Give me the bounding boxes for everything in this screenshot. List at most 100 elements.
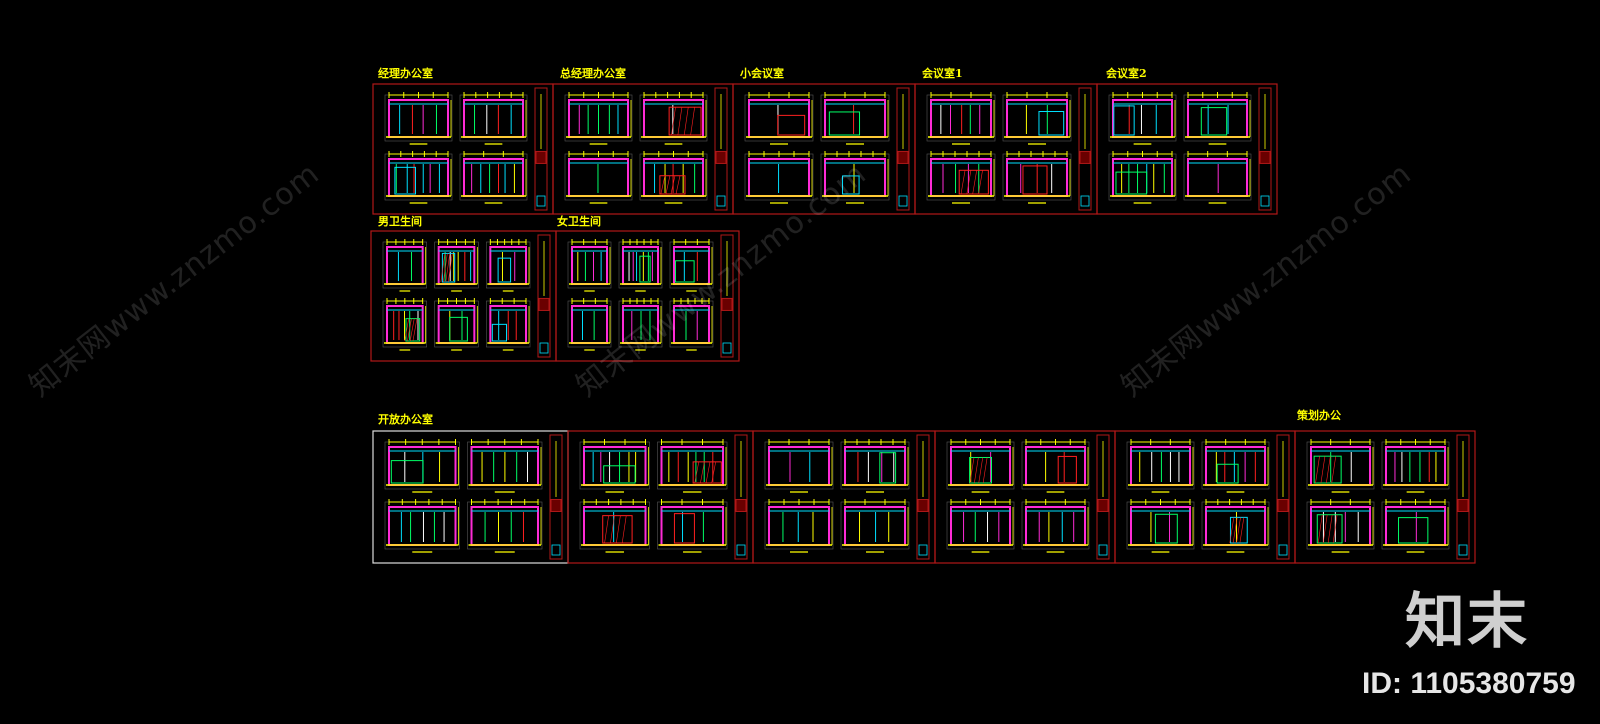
elevation-wall-outline xyxy=(1025,506,1086,546)
elevation-panel xyxy=(497,257,512,283)
hatch-line xyxy=(604,515,609,544)
elevation-panel xyxy=(491,323,508,342)
elevation-panel xyxy=(602,515,633,544)
elevation-panel xyxy=(1216,463,1239,484)
elevation-panel xyxy=(390,460,424,484)
hatch-line xyxy=(1326,456,1331,484)
dimension-frame xyxy=(1381,441,1450,490)
elevation-wall-outline xyxy=(386,246,424,285)
title-block-stamp xyxy=(1079,150,1091,164)
dimension-frame xyxy=(946,441,1015,490)
title-block-logo xyxy=(539,342,549,354)
hatch-line xyxy=(1332,514,1338,544)
hatch-line xyxy=(621,515,627,544)
elevation-wall-outline xyxy=(1187,158,1248,197)
hatch-line xyxy=(677,107,683,136)
elevation-panel xyxy=(1057,455,1077,484)
title-block-logo xyxy=(716,195,726,207)
drawing-sheet xyxy=(1096,83,1278,215)
dimension-frame xyxy=(764,441,834,490)
elevation-panel xyxy=(668,106,702,136)
elevation-wall-outline xyxy=(1187,99,1248,138)
elevation-wall-outline xyxy=(583,506,647,546)
hatch-line xyxy=(978,170,983,195)
section-title-small-meeting-room: 小会议室 xyxy=(740,67,784,80)
elevation-wall-outline xyxy=(930,158,992,197)
elevation-wall-outline xyxy=(748,99,810,138)
elevation-wall-outline xyxy=(768,506,830,546)
title-block-stamp xyxy=(550,498,562,512)
elevation-wall-outline xyxy=(660,506,724,546)
elevation-panel xyxy=(692,461,722,484)
hatch-line xyxy=(1315,456,1320,484)
hatch-line xyxy=(974,457,979,484)
hatch-line xyxy=(1317,514,1323,544)
elevation-wall-outline xyxy=(1006,99,1068,138)
title-block xyxy=(734,434,748,560)
section-title-meeting-room-1: 会议室1 xyxy=(922,67,963,80)
hatch-line xyxy=(1229,517,1235,544)
dimension-frame xyxy=(1201,501,1270,550)
title-block-logo xyxy=(1278,544,1288,556)
dimension-frame xyxy=(946,501,1015,550)
section-title-womens-restroom: 女卫生间 xyxy=(557,215,601,228)
hatch-line xyxy=(1327,514,1333,544)
elevation-wall-outline xyxy=(388,99,449,138)
elevation-panel xyxy=(1038,111,1065,136)
title-block-logo xyxy=(722,342,732,354)
elevation-wall-outline xyxy=(463,99,524,138)
elevation-wall-outline xyxy=(470,506,539,546)
dimension-frame xyxy=(1108,94,1177,142)
hatch-line xyxy=(978,457,984,484)
title-block-logo xyxy=(918,544,928,556)
title-block-logo xyxy=(1260,195,1270,207)
dimension-frame xyxy=(1183,94,1252,142)
hatch-line xyxy=(447,253,453,283)
title-block xyxy=(1078,87,1092,211)
elevation-wall-outline xyxy=(571,246,608,285)
elevation-wall-outline xyxy=(950,506,1011,546)
elevation-wall-outline xyxy=(660,446,724,486)
elevation-wall-outline xyxy=(1130,506,1191,546)
title-block xyxy=(534,87,548,211)
hatch-line xyxy=(1331,456,1337,484)
title-block-logo xyxy=(898,195,908,207)
title-block xyxy=(896,87,910,211)
elevation-wall-outline xyxy=(930,99,992,138)
dimension-frame xyxy=(467,501,543,550)
title-block xyxy=(549,434,563,560)
drawing-sheet xyxy=(1294,430,1476,564)
dimension-frame xyxy=(1306,441,1375,490)
title-block-stamp xyxy=(897,150,909,164)
elevation-wall-outline xyxy=(844,506,906,546)
section-title-general-manager-office: 总经理办公室 xyxy=(560,67,626,80)
hatch-line xyxy=(1322,514,1328,544)
dimension-frame xyxy=(1021,441,1090,490)
hatch-line xyxy=(1236,517,1241,544)
elevation-wall-outline xyxy=(437,305,476,344)
elevation-panel xyxy=(674,260,695,283)
title-block-stamp xyxy=(1457,498,1469,512)
elevation-panel xyxy=(1113,105,1135,136)
hatch-line xyxy=(690,107,695,136)
elevation-panel xyxy=(405,318,421,342)
hatch-line xyxy=(412,318,418,342)
hatch-line xyxy=(670,175,676,195)
elevation-panel xyxy=(842,175,860,195)
elevation-panel xyxy=(958,169,989,195)
title-block xyxy=(1456,434,1470,560)
hatch-line xyxy=(610,515,615,544)
title-block-logo xyxy=(551,544,561,556)
dimension-frame xyxy=(1021,501,1090,550)
dimension-frame xyxy=(820,94,890,142)
title-block xyxy=(1258,87,1272,211)
brand-logo: 知末 xyxy=(1405,587,1529,657)
elevation-panel xyxy=(1154,513,1178,544)
section-title-mens-restroom: 男卫生间 xyxy=(378,215,422,228)
hatch-line xyxy=(711,461,716,484)
elevation-wall-outline xyxy=(643,99,704,138)
asset-id-text: ID: 1105380759 xyxy=(1362,667,1576,700)
dimension-frame xyxy=(618,241,663,289)
hatch-line xyxy=(982,457,988,484)
